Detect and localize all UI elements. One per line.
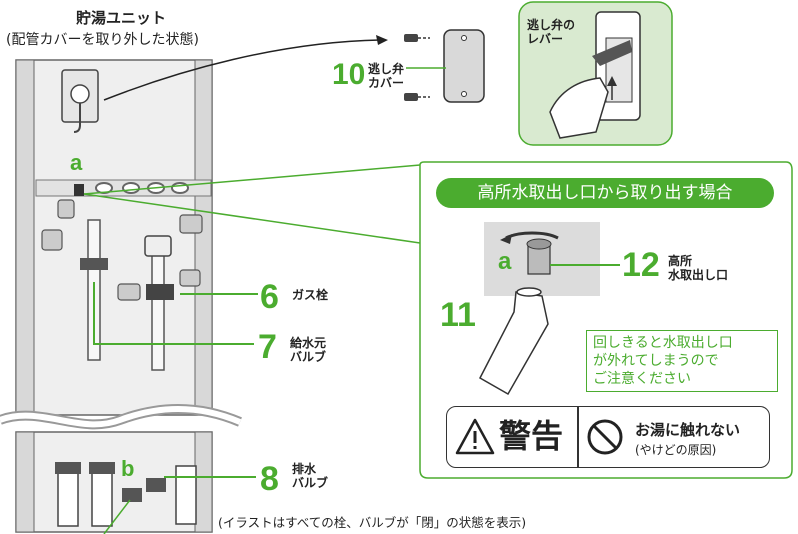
warning-word: 警告 [499, 417, 564, 455]
bottle-shape [479, 291, 549, 396]
callout-10-number: 10 [332, 58, 366, 91]
relief-cover-label: 逃し弁 カバー [368, 62, 404, 90]
relief-lever-label-l2: レバー [527, 32, 564, 46]
caution-line-3: ご注意ください [593, 371, 691, 387]
marker-a: a [70, 150, 83, 175]
warning-text: お湯に触れない [635, 421, 741, 439]
callout-12-number: 12 [622, 246, 660, 284]
warning-triangle-icon [455, 418, 495, 455]
unit-subtitle: (配管カバーを取り外した状態) [6, 32, 199, 48]
callout-11-number: 11 [440, 296, 476, 334]
warning-box: 警告 お湯に触れない (やけどの原因) [446, 406, 770, 468]
water-valve-label: 給水元 バルブ [290, 336, 326, 364]
warning-subtext: (やけどの原因) [635, 443, 717, 457]
unit-title: 貯湯ユニット [76, 9, 167, 27]
caution-notice: 回しきると水取出し口 が外れてしまうので ご注意ください [586, 330, 778, 392]
caution-line-1: 回しきると水取出し口 [593, 335, 733, 351]
water-valve-label-l1: 給水元 [290, 336, 327, 350]
inset-banner: 高所水取出し口から取り出す場合 [436, 178, 774, 208]
high-outlet-label-l1: 高所 [668, 254, 693, 268]
relief-cover-shape [443, 29, 485, 103]
caution-line-2: が外れてしまうので [593, 353, 719, 369]
warning-divider [577, 407, 579, 467]
callout-7-number: 7 [258, 328, 277, 366]
relief-cover-label-l1: 逃し弁 [368, 62, 405, 76]
callout-8-number: 8 [260, 460, 279, 498]
drain-valve-label-l2: バルブ [292, 476, 329, 490]
callout-6-number: 6 [260, 278, 279, 316]
footnote: (イラストはすべての栓、バルブが「閉」の状態を表示) [218, 515, 527, 530]
cabinet-side-right [194, 59, 213, 416]
relief-lever-label-l1: 逃し弁の [527, 18, 576, 32]
high-outlet-label: 高所 水取出し口 [668, 254, 728, 282]
relief-cover-label-l2: カバー [368, 76, 405, 90]
drain-valve-label-l1: 排水 [292, 462, 317, 476]
water-valve-label-l2: バルブ [290, 350, 327, 364]
gas-valve-label: ガス栓 [292, 288, 329, 302]
relief-lever-label: 逃し弁の レバー [527, 18, 575, 46]
marker-a-inset: a [498, 248, 512, 275]
cabinet-side-left [15, 59, 35, 416]
marker-b: b [121, 456, 135, 481]
high-outlet-label-l2: 水取出し口 [668, 268, 729, 282]
prohibition-icon [587, 419, 623, 455]
drain-valve-label: 排水 バルブ [292, 462, 328, 490]
